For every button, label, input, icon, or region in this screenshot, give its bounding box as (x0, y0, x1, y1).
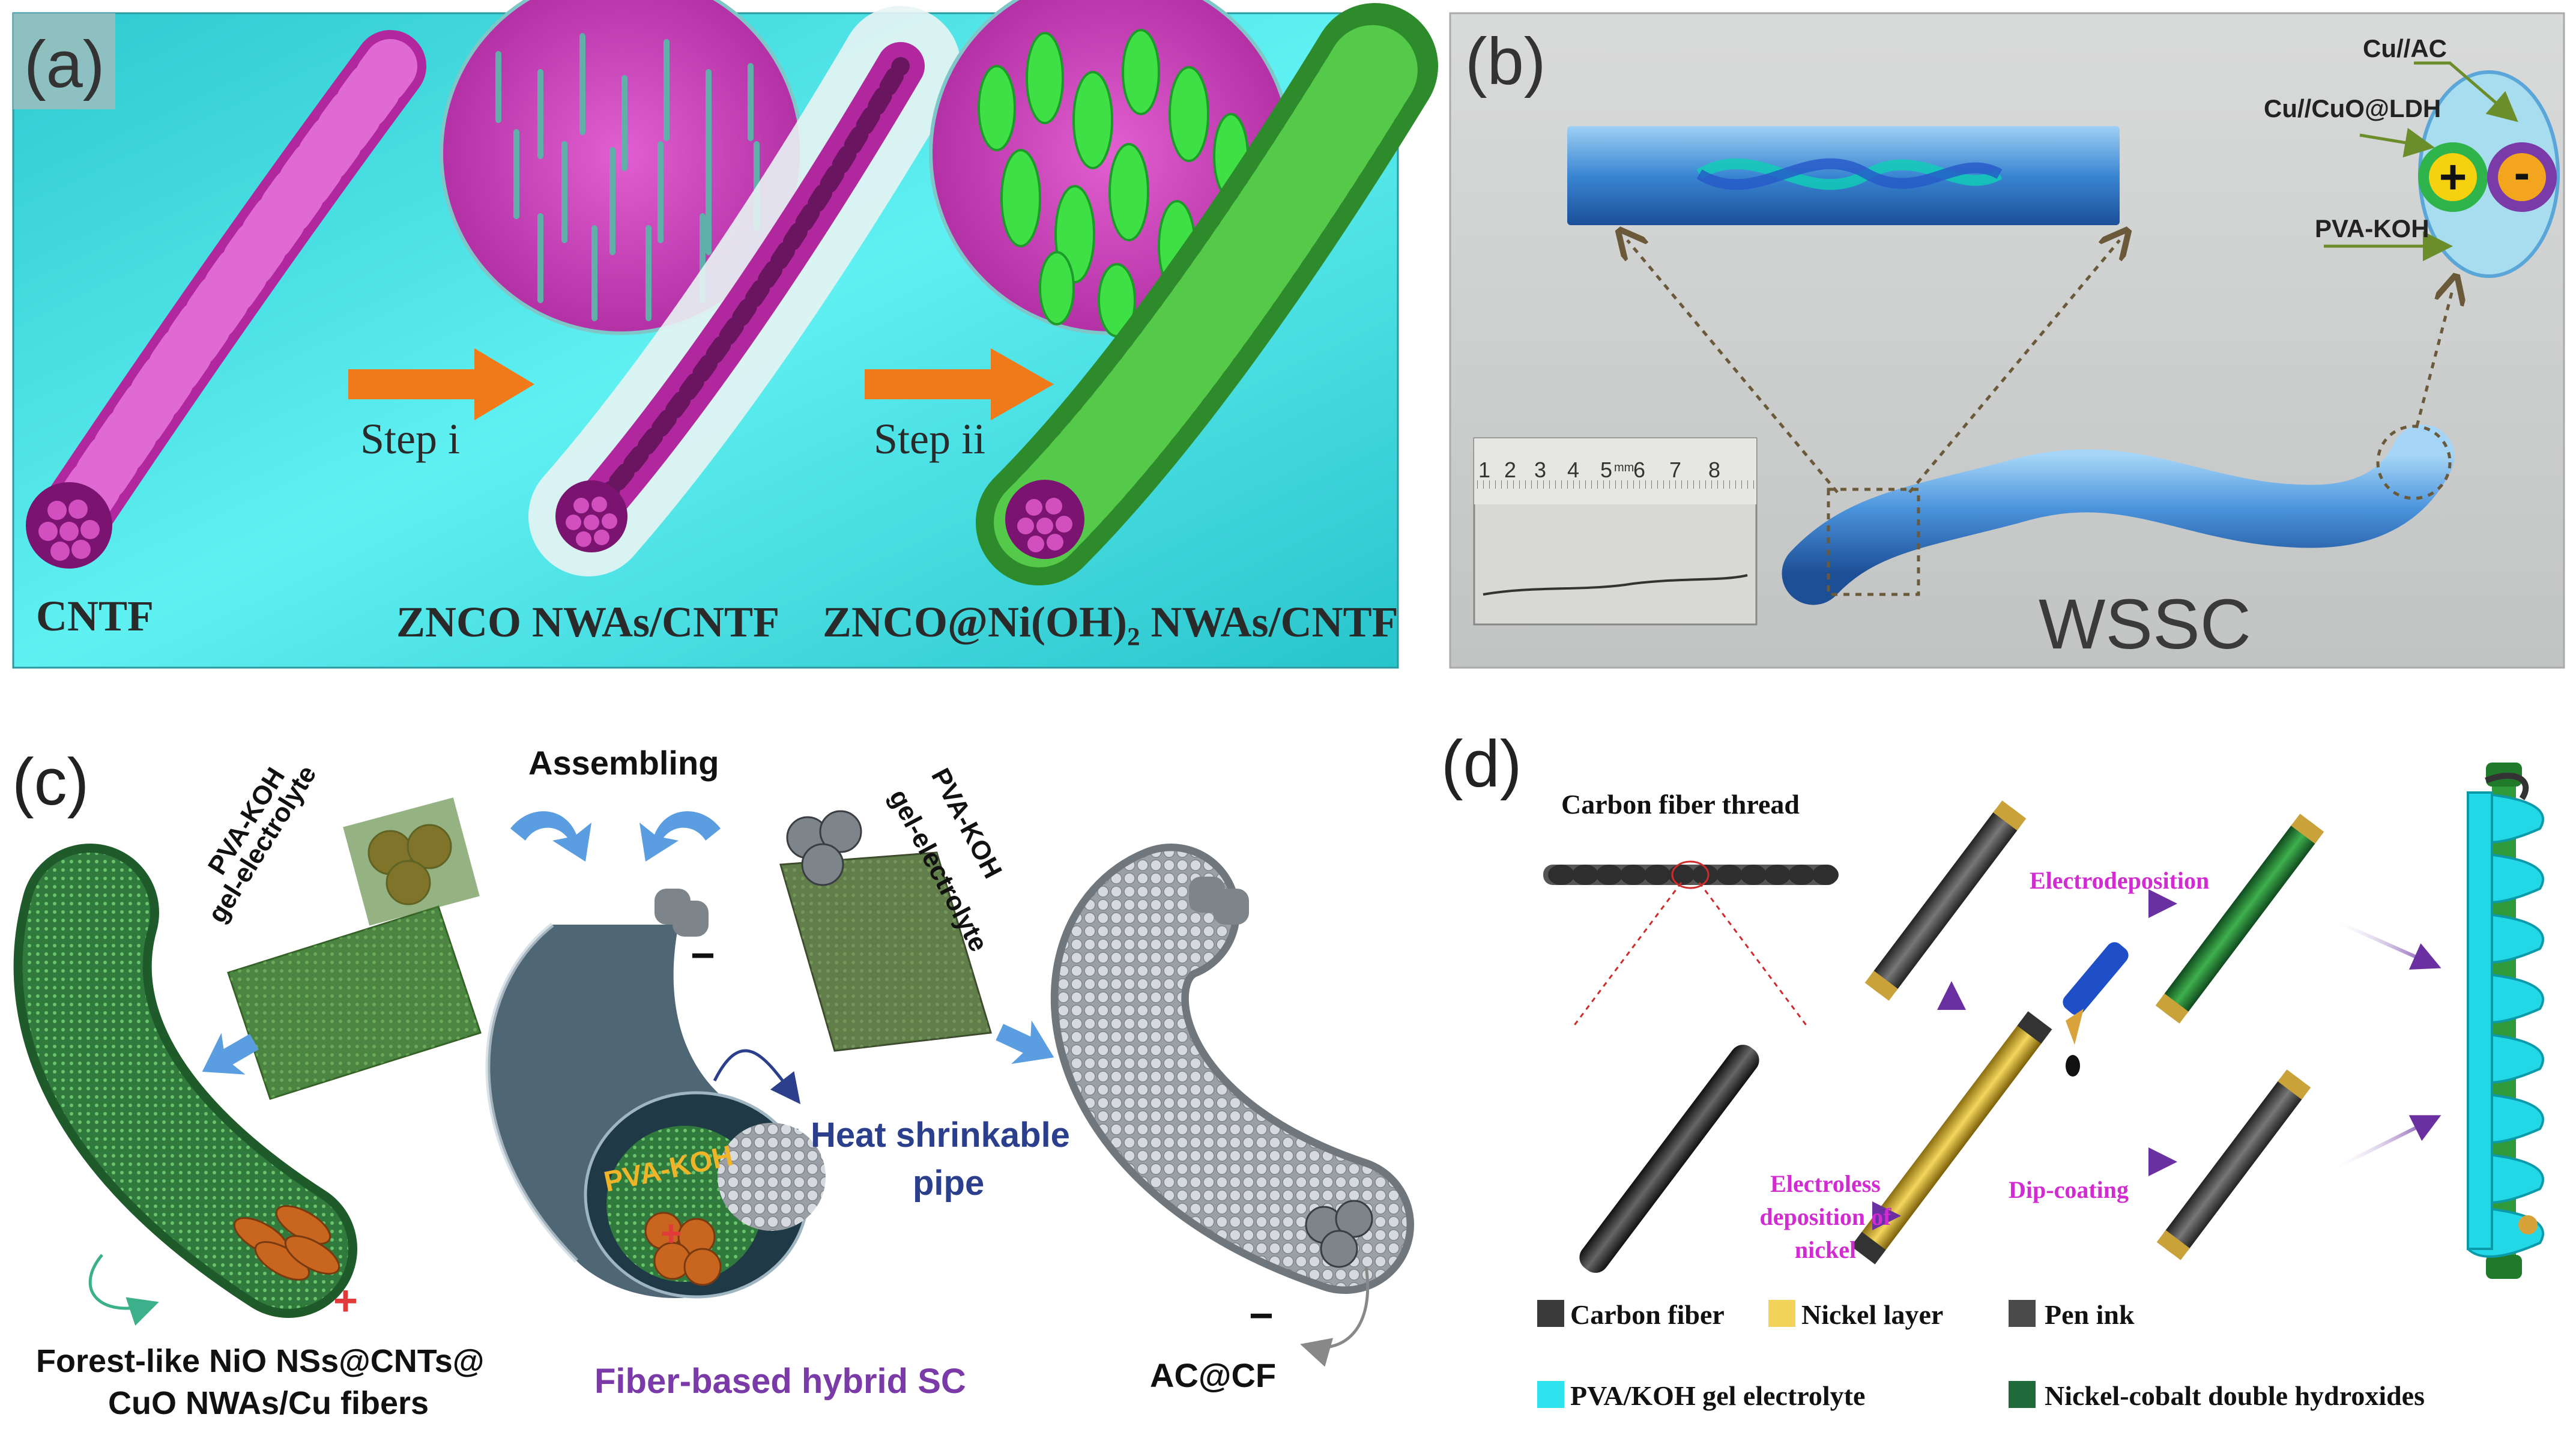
legend-swatch-nickel-layer (1768, 1300, 1795, 1327)
legend-swatch-ldh (2009, 1381, 2036, 1408)
arrow-forest (88, 1254, 159, 1326)
label-wssc: WSSC (2039, 585, 2251, 664)
cross-minus: - (2514, 146, 2530, 199)
arrow-blue-left (202, 1033, 259, 1075)
legend-swatch-carbon-fiber (1537, 1300, 1564, 1327)
cntf-fiber (26, 30, 426, 569)
gel-block-right (779, 810, 992, 1052)
arrow-step-i (348, 348, 534, 420)
rod-green (2155, 814, 2324, 1024)
label-heat-1: Heat shrinkable (811, 1116, 1070, 1155)
panel-c: (c) + Forest-like NiO NSs@CNTs@ CuO NWAs… (12, 744, 1414, 1421)
label-znco: ZNCO NWAs/CNTF (396, 598, 779, 646)
ruler-tick-6: 6 (1633, 458, 1645, 482)
label-step-i: Step i (360, 415, 460, 463)
arrow-acf (1300, 1266, 1370, 1367)
pointer-cu-cuo (2359, 127, 2435, 158)
panel-a-letter: (a) (24, 28, 104, 101)
hybrid-fiber (976, 3, 1438, 585)
acf-fiber (1050, 844, 1414, 1294)
minus-center: − (691, 932, 715, 979)
label-pva-koh-b: PVA-KOH (2315, 214, 2429, 243)
label-cu-ac: Cu//AC (2363, 34, 2447, 62)
hybrid-sc (485, 889, 826, 1299)
legend-item-pen-ink: Pen ink (2009, 1299, 2135, 1330)
arrow-to-final-bottom (2329, 1115, 2441, 1173)
twisted-tube (1567, 126, 2120, 225)
ruler-tick-3: 3 (1534, 458, 1546, 482)
legend-label-pen-ink: Pen ink (2045, 1299, 2135, 1330)
cross-section: + - (2418, 70, 2560, 278)
legend-swatch-gel (1537, 1381, 1564, 1408)
panel-d-letter: (d) (1441, 727, 1522, 801)
carbon-thread (1543, 860, 1839, 1027)
label-forest-2: CuO NWAs/Cu fibers (108, 1385, 429, 1421)
label-thread-title: Carbon fiber thread (1561, 789, 1800, 820)
legend-label-gel: PVA/KOH gel electrolyte (1570, 1380, 1865, 1411)
zoom-circle (2376, 424, 2452, 500)
panel-d: (d) Carbon fiber thread (1441, 727, 2544, 1411)
label-electroless-1: Electroless (1770, 1170, 1881, 1197)
niO-fiber (13, 844, 357, 1318)
legend-label-carbon-fiber: Carbon fiber (1570, 1299, 1725, 1330)
ruler-photo: 1 2 3 4 5 mm 6 7 8 (1473, 437, 1758, 626)
label-electroless-3: nickel (1795, 1236, 1856, 1263)
znco-fiber (528, 6, 961, 576)
label-step-ii: Step ii (874, 415, 985, 463)
panel-a: (a) CNTF Step i (12, 0, 1438, 669)
legend: Carbon fiber Nickel layer Pen ink PVA/KO… (1537, 1299, 2425, 1411)
zoom-box (1827, 488, 1920, 596)
final-spiral-device (2467, 763, 2544, 1279)
arrow-step-ii (865, 348, 1054, 420)
ruler-tick-1: 1 (1478, 458, 1490, 482)
arrow-to-final-top (2329, 917, 2441, 970)
label-cu-cuo: Cu//CuO@LDH (2264, 94, 2441, 122)
legend-swatch-pen-ink (2009, 1300, 2036, 1327)
label-acf: AC@CF (1150, 1356, 1276, 1394)
label-assembling: Assembling (528, 744, 719, 782)
label-hybrid: ZNCO@Ni(OH)₂ NWAs/CNTF (823, 598, 1398, 646)
legend-item-nickel-layer: Nickel layer (1768, 1299, 1943, 1330)
ruler-unit: mm (1614, 461, 1634, 474)
legend-label-ldh: Nickel-cobalt double hydroxides (2045, 1380, 2425, 1411)
rod-carbon-fiber (1579, 1045, 1759, 1273)
pen-icon (2063, 942, 2129, 1077)
label-electrodeposition: Electrodeposition (2030, 867, 2209, 894)
minus-right: − (1249, 1292, 1274, 1339)
pointer-cu-ac (2414, 61, 2518, 122)
legend-item-carbon-fiber: Carbon fiber (1537, 1299, 1725, 1330)
cross-plus: + (2439, 150, 2467, 204)
panel-b-letter: (b) (1465, 25, 1546, 98)
label-hybrid-sc: Fiber-based hybrid SC (594, 1362, 966, 1401)
gel-block-left (227, 797, 482, 1100)
rod-pen-ink-bottom (2156, 1069, 2311, 1260)
legend-label-nickel-layer: Nickel layer (1801, 1299, 1943, 1330)
label-cntf: CNTF (36, 592, 154, 640)
arrow-assemble-right (639, 811, 721, 862)
ruler-tick-7: 7 (1669, 458, 1681, 482)
arrow-assemble-left (510, 811, 591, 862)
inset-circle-nioh (929, 0, 1293, 337)
label-forest-1: Forest-like NiO NSs@CNTs@ (36, 1343, 484, 1379)
label-dip-coating: Dip-coating (2009, 1176, 2129, 1203)
plus-center: + (661, 1213, 682, 1254)
panel-a-letter-box (13, 13, 115, 109)
arrow-heat (713, 1049, 801, 1104)
label-heat-2: pipe (913, 1164, 984, 1203)
plus-left: + (333, 1277, 358, 1324)
rod-nickel (1851, 1011, 2052, 1264)
ruler-tick-5: 5 (1600, 458, 1612, 482)
panel-c-letter: (c) (12, 745, 89, 819)
arrow-blue-right (996, 1020, 1054, 1065)
legend-item-gel: PVA/KOH gel electrolyte (1537, 1380, 1865, 1411)
label-electroless-2: deposition of (1760, 1203, 1892, 1230)
ruler-tick-4: 4 (1567, 458, 1579, 482)
panel-b: (b) + - Cu//AC Cu//CuO@LDH PVA-KOH (1449, 12, 2565, 669)
wssc-fiber (1782, 424, 2455, 605)
ruler-tick-8: 8 (1708, 458, 1720, 482)
ruler-tick-2: 2 (1504, 458, 1516, 482)
legend-item-ldh: Nickel-cobalt double hydroxides (2009, 1380, 2425, 1411)
rod-pen-ink-top (1864, 800, 2027, 1001)
